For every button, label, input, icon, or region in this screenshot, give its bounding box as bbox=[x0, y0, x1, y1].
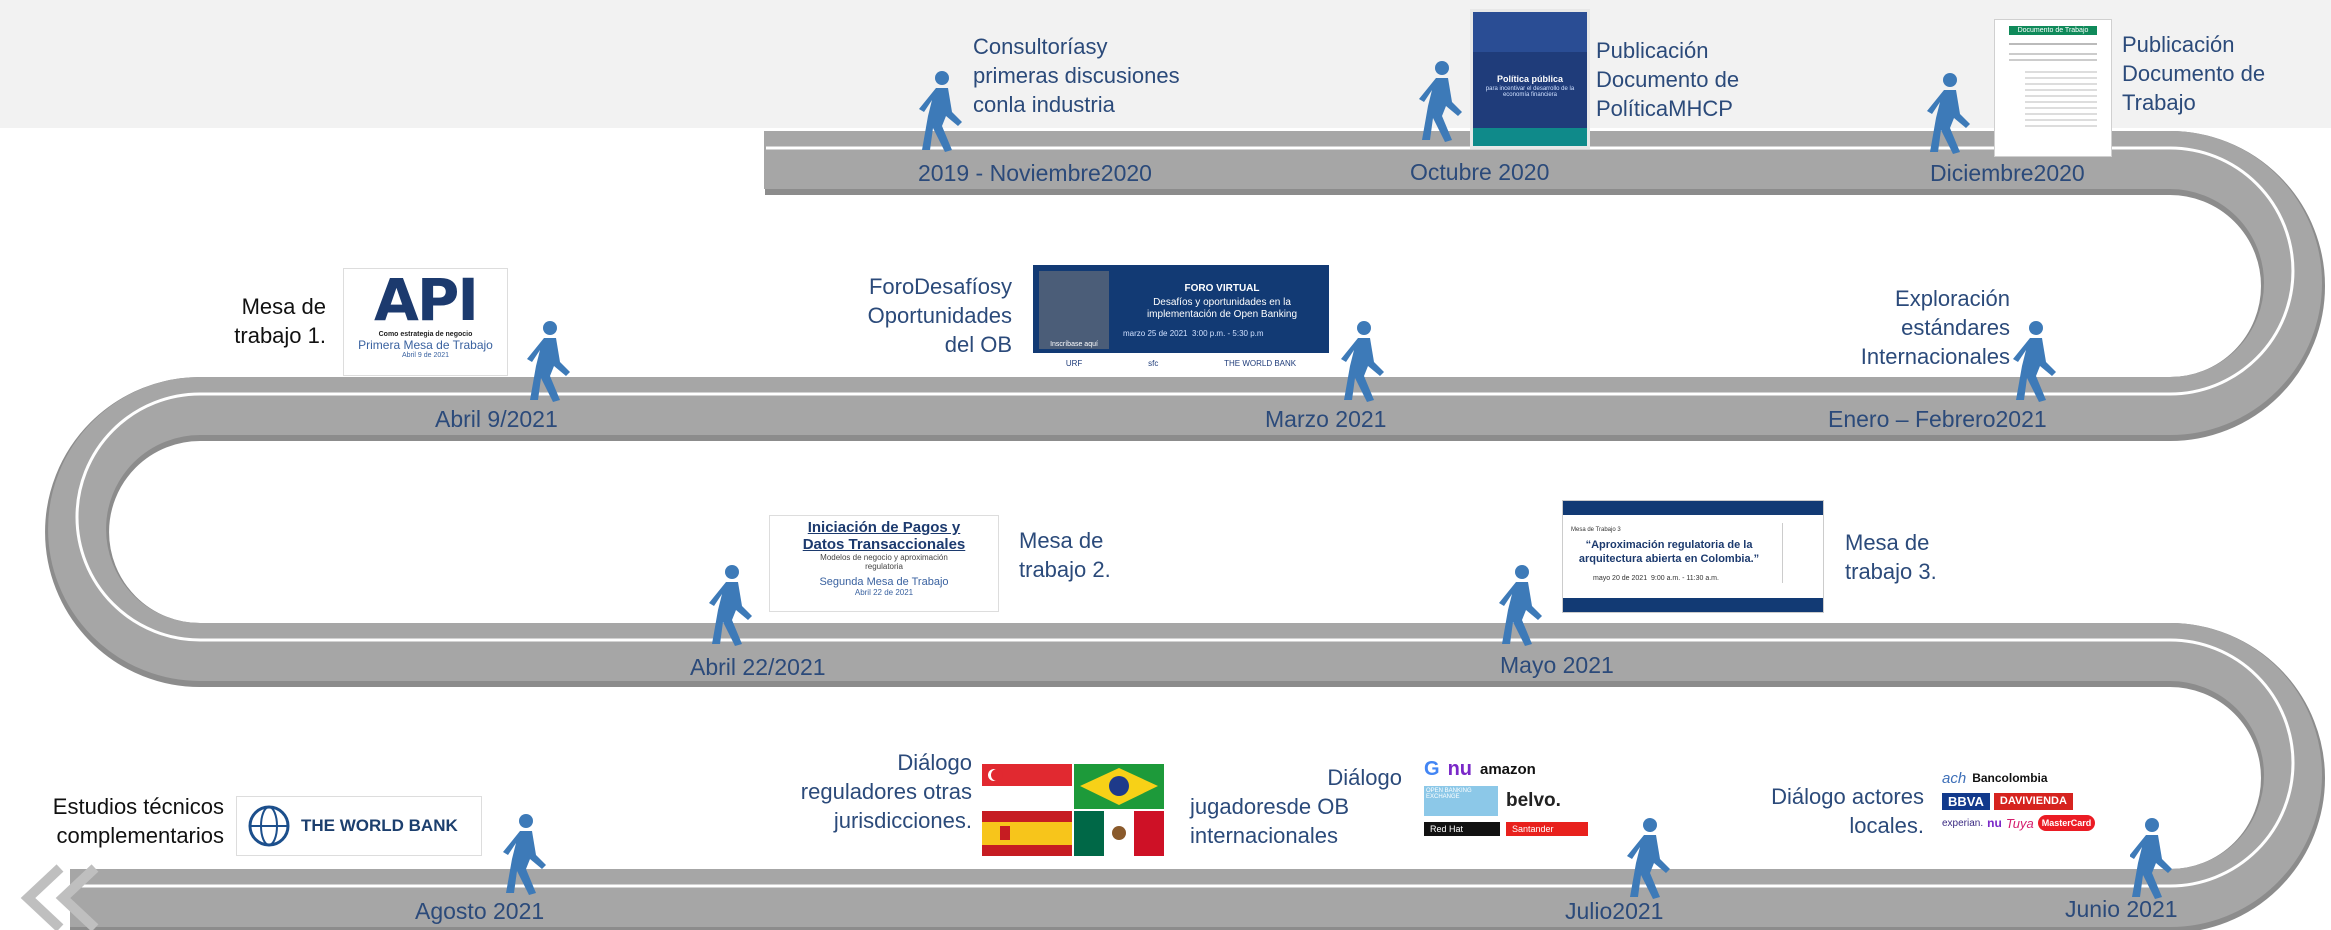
milestone-date: Abril 22/2021 bbox=[690, 654, 826, 680]
local-actors-logos: ach Bancolombia BBVA DAVIVIENDA experian… bbox=[1942, 767, 2130, 863]
walker-icon bbox=[503, 814, 546, 895]
walker-icon bbox=[2129, 818, 2172, 899]
walker-icon bbox=[919, 71, 962, 152]
work-document-page: Documento de Trabajo bbox=[1994, 19, 2112, 157]
walker-icon bbox=[1419, 61, 1462, 142]
milestone-date: Agosto 2021 bbox=[415, 898, 545, 924]
road-end-arrow-icon bbox=[20, 864, 99, 930]
milestone-date: Mayo 2021 bbox=[1500, 652, 1614, 678]
walker-icon bbox=[709, 565, 752, 646]
road-lane-line bbox=[70, 146, 2295, 888]
walker-icon bbox=[1499, 565, 1542, 646]
country-flags bbox=[982, 764, 1164, 856]
milestone-date: Abril 9/2021 bbox=[435, 406, 558, 432]
singapore-flag-icon bbox=[982, 764, 1072, 809]
international-players-logos: G nu amazon OPEN BANKING EXCHANGE belvo.… bbox=[1424, 756, 1604, 852]
milestone-date: Junio 2021 bbox=[2065, 896, 2178, 922]
api-workshop-card: API Como estrategia de negocio Primera M… bbox=[343, 268, 508, 376]
forum-flyer: Inscríbase aquí FORO VIRTUAL Desafíos y … bbox=[1033, 265, 1329, 373]
globe-icon bbox=[248, 805, 290, 847]
spain-flag-icon bbox=[982, 811, 1072, 856]
mexico-flag-icon bbox=[1074, 811, 1164, 856]
milestone-date: 2019 - Noviembre2020 bbox=[918, 160, 1152, 186]
milestone-date: Marzo 2021 bbox=[1265, 406, 1387, 432]
milestone-date: Diciembre2020 bbox=[1930, 160, 2085, 186]
walker-icon bbox=[1341, 321, 1384, 402]
mesa3-flyer: Mesa de Trabajo 3 “Aproximación regulato… bbox=[1562, 500, 1824, 613]
milestone-date: Julio2021 bbox=[1565, 898, 1664, 924]
walker-icon bbox=[527, 321, 570, 402]
world-bank-logo: THE WORLD BANK bbox=[236, 796, 482, 856]
policy-document-cover: Política pública para incentivar el desa… bbox=[1470, 9, 1590, 149]
walker-icon bbox=[1627, 818, 1670, 899]
walker-icon bbox=[2013, 321, 2056, 402]
pagos-workshop-card: Iniciación de Pagos y Datos Transacciona… bbox=[769, 515, 999, 612]
milestone-date: Octubre 2020 bbox=[1410, 159, 1550, 185]
walker-icon bbox=[1927, 73, 1970, 154]
milestone-date: Enero – Febrero2021 bbox=[1828, 406, 2047, 432]
brazil-flag-icon bbox=[1074, 764, 1164, 809]
